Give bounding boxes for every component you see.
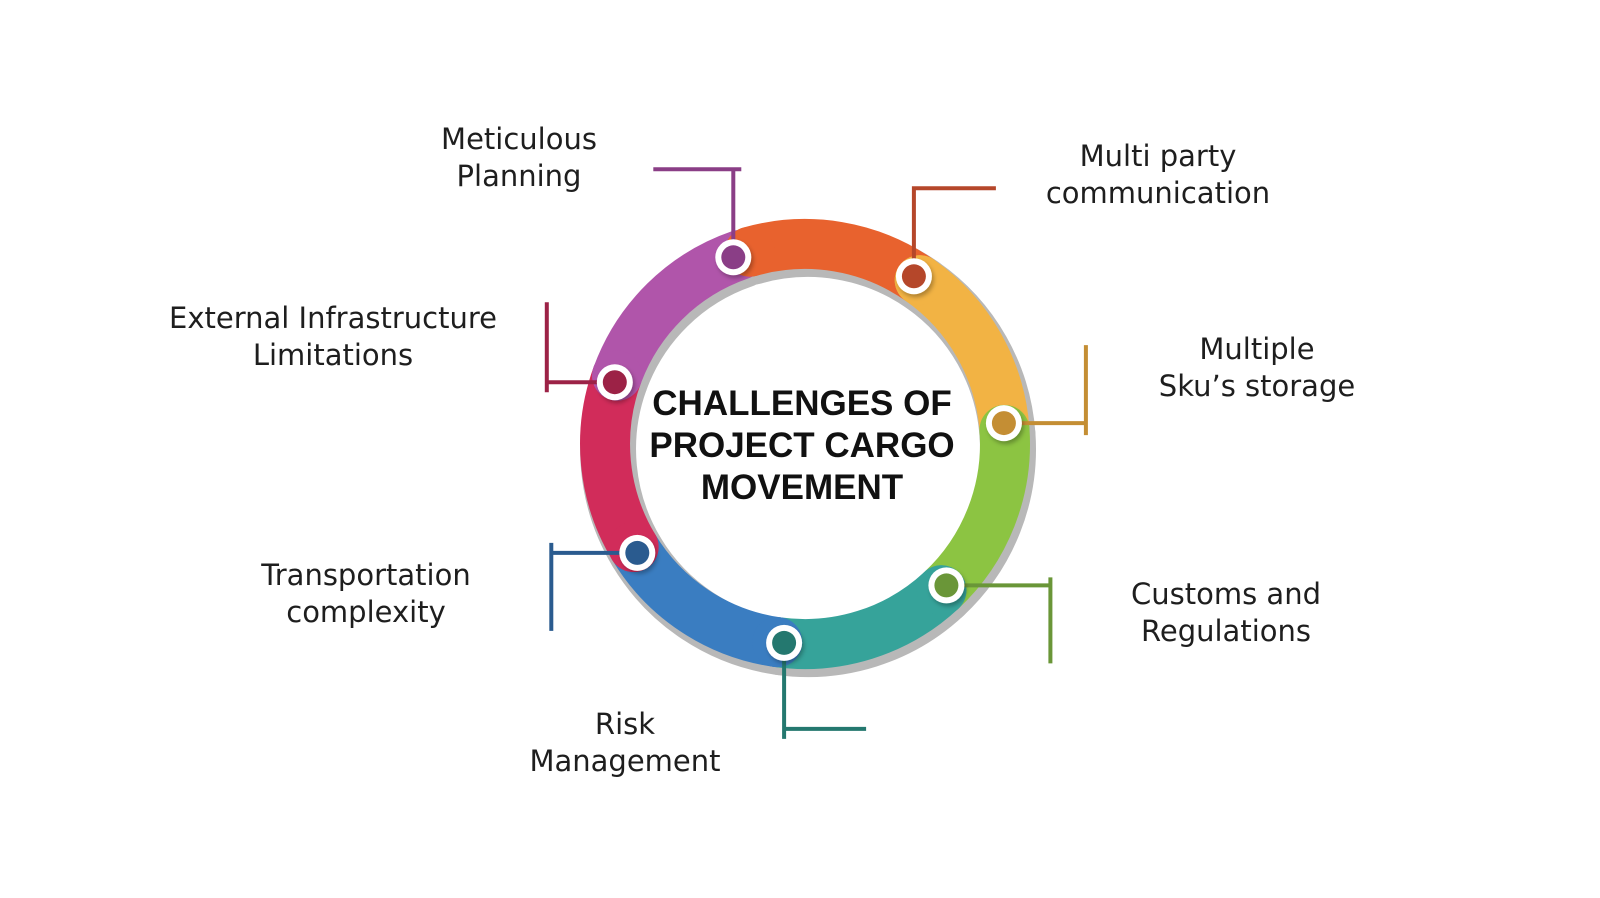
label-line: Customs and [1131,577,1321,611]
label-line: Limitations [252,338,414,372]
label-external-infrastructure-limitations: External Infrastructure Limitations [169,300,497,374]
label-line: Transportation [261,558,471,592]
connector-multi-party-communication [911,186,996,277]
ring-segment-external-infrastructure-limitations [580,350,659,572]
label-line: communication [1045,176,1271,210]
center-title-line-2: PROJECT CARGO [649,426,955,465]
ring-segment-meticulous-planning [592,229,765,401]
center-title-line-3: MOVEMENT [700,468,904,507]
dot-external-infrastructure-limitations [602,370,627,395]
label-multi-party-communication: Multi party communication [1046,138,1270,212]
connector-transportation-complexity [549,542,638,631]
label-line: complexity [286,595,446,629]
label-line: Planning [456,159,582,193]
dot-customs-and-regulations [934,573,959,598]
dot-risk-management [772,630,797,655]
label-line: Meticulous [441,122,597,156]
label-customs-and-regulations: Customs and Regulations [1131,576,1321,650]
label-transportation-complexity: Transportation complexity [261,557,470,631]
label-line: Multi party [1079,139,1237,173]
label-line: Regulations [1141,614,1311,648]
connector-risk-management [782,642,867,739]
dot-multi-party-communication [901,264,926,289]
dot-meticulous-planning [721,245,746,270]
label-meticulous-planning: Meticulous Planning [441,121,597,195]
label-risk-management: Risk Management [529,706,720,780]
center-title-line-1: CHALLENGES OF [652,384,952,423]
center-title: CHALLENGES OF PROJECT CARGO MOVEMENT [649,383,954,509]
connector-meticulous-planning [653,167,742,258]
connector-multiple-skus-storage [1003,345,1088,436]
dot-multiple-skus-storage [991,411,1016,436]
label-line: Multiple [1199,332,1315,366]
label-line: Risk [594,707,656,741]
connector-external-infrastructure-limitations [544,302,615,393]
label-line: Management [529,744,721,778]
label-line: Sku’s storage [1158,369,1356,403]
segment-dots [596,239,1022,661]
connectors [544,167,1088,739]
ring-segment-transportation-complexity [608,522,803,668]
ring-segment-risk-management [752,565,967,669]
label-multiple-skus-storage: Multiple Sku’s storage [1159,331,1355,405]
dot-transportation-complexity [625,540,650,565]
connector-customs-and-regulations [946,577,1053,664]
label-line: External Infrastructure [169,301,497,335]
